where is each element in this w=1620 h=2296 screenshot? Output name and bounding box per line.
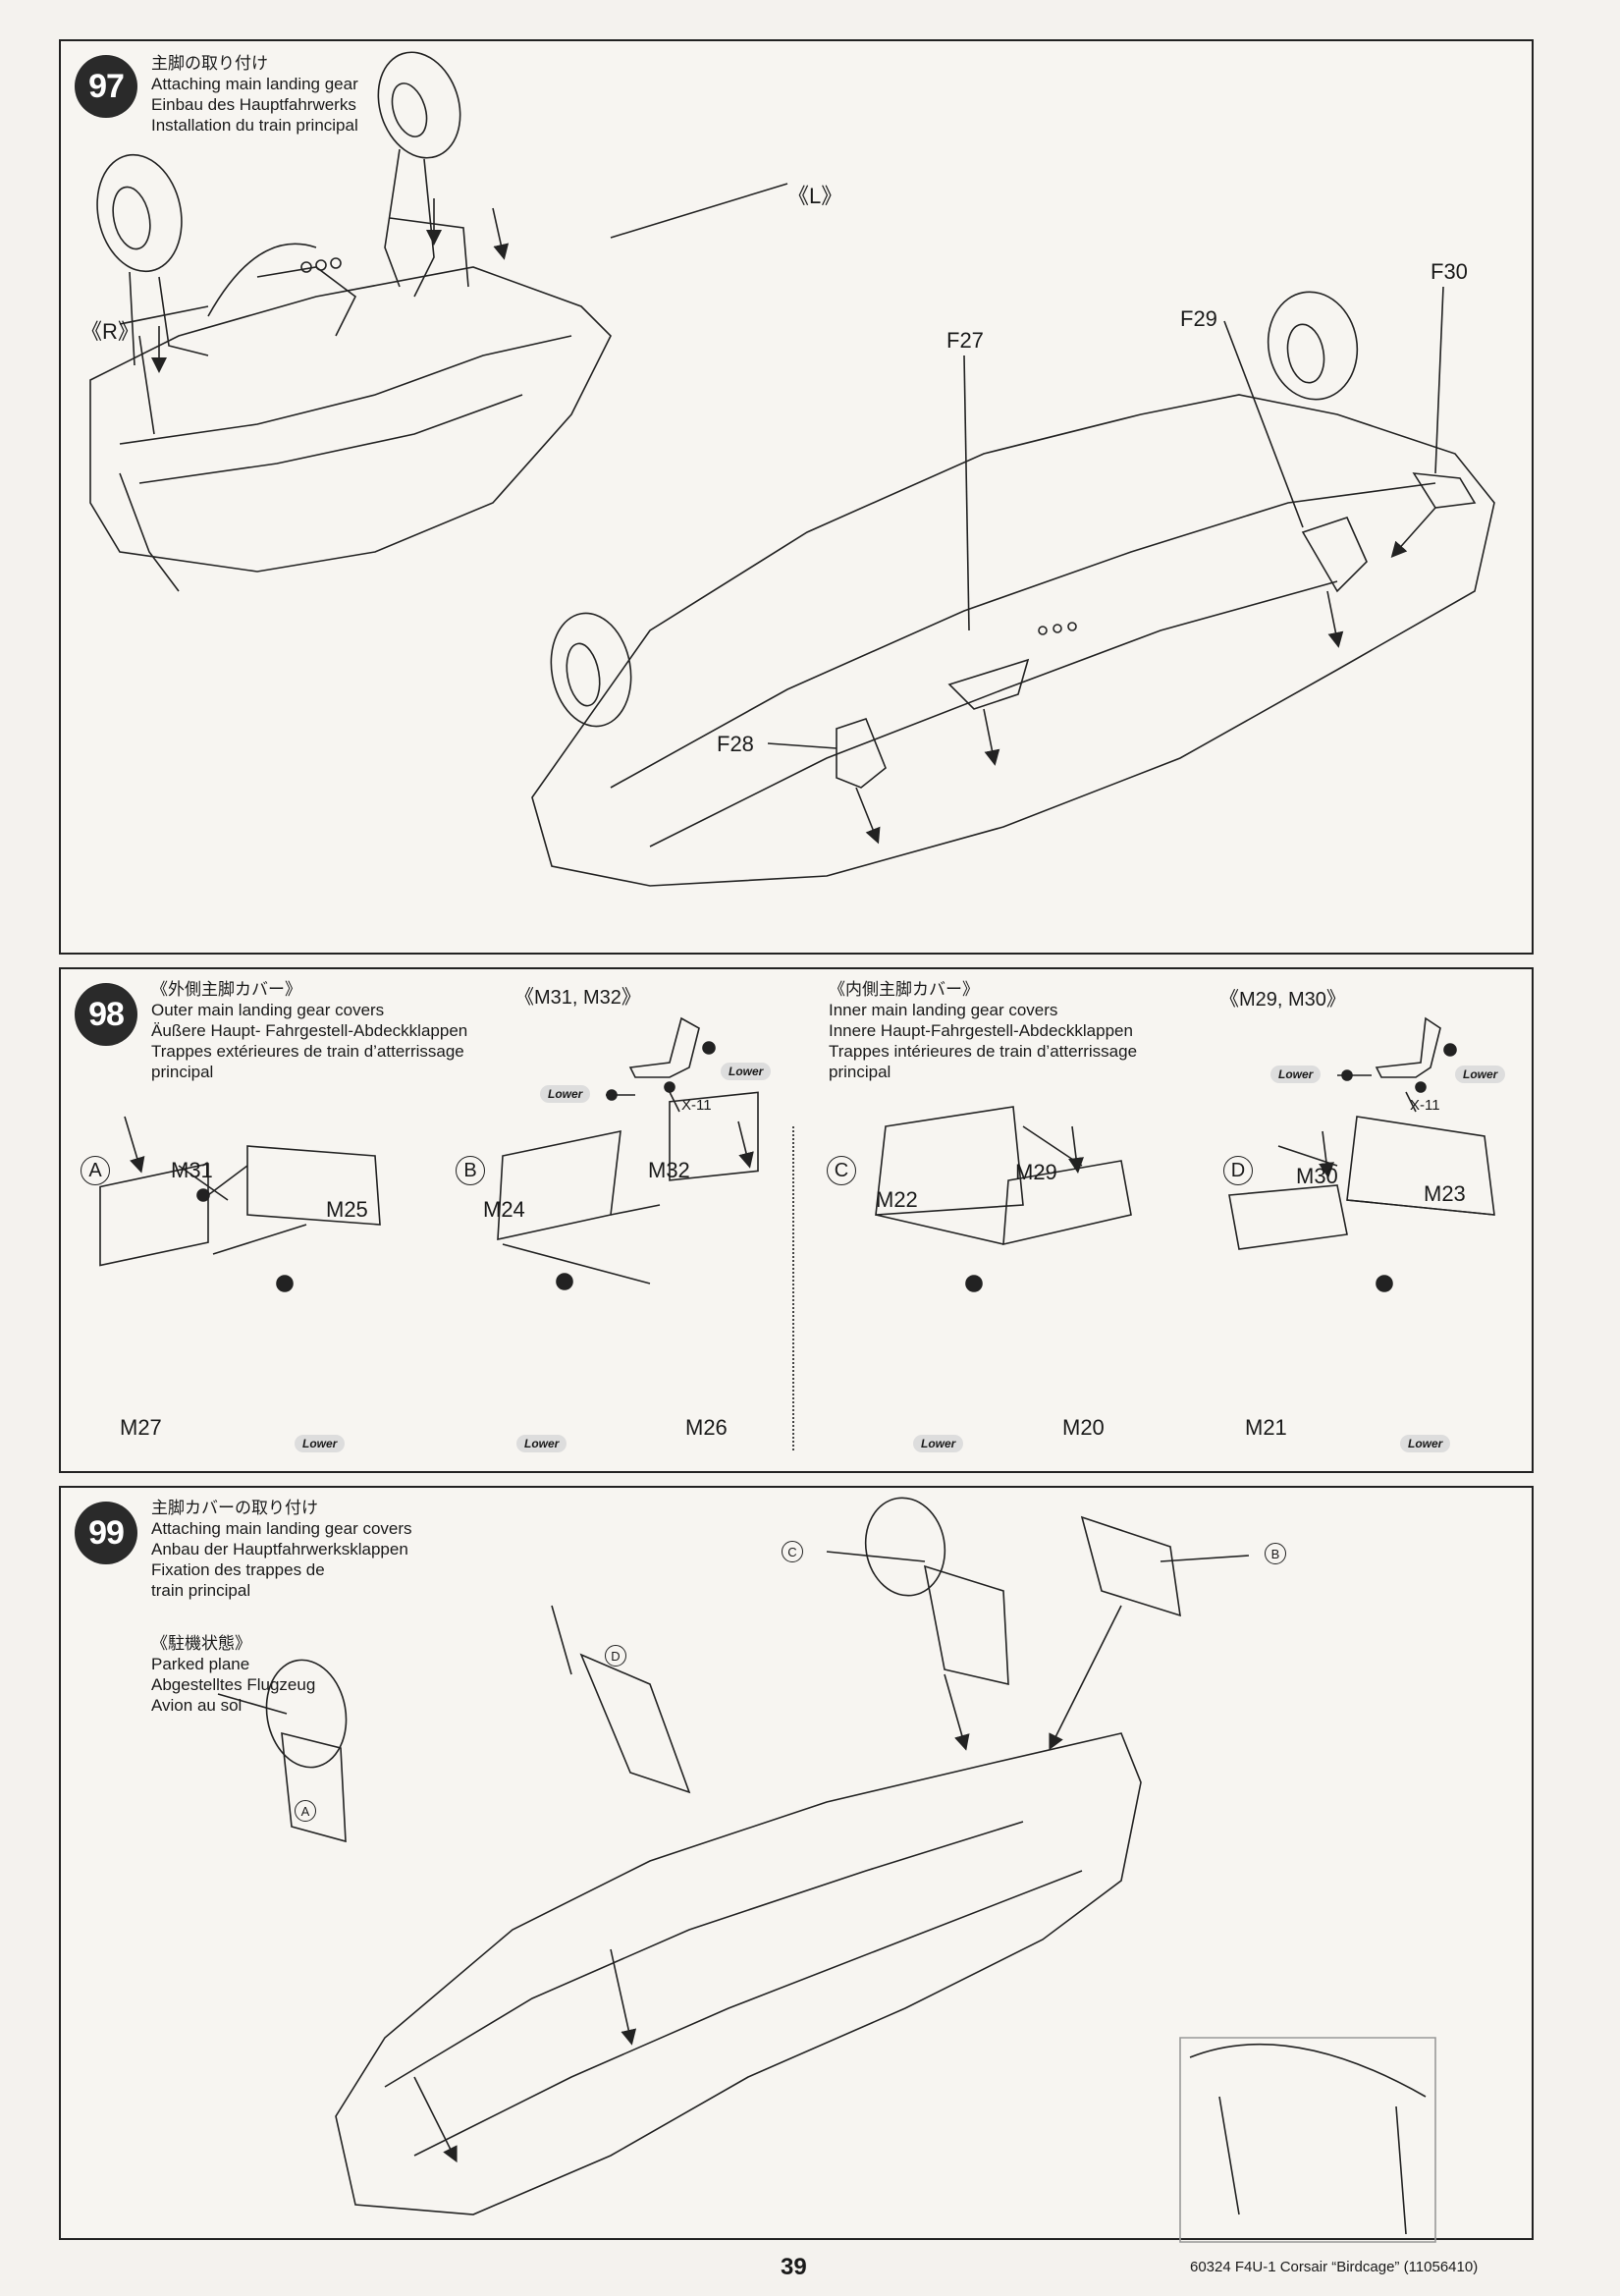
title-de: Anbau der Hauptfahrwerksklappen — [151, 1540, 408, 1558]
part-f30-plate — [1412, 472, 1477, 509]
part-m27-plate — [99, 1163, 209, 1267]
b-part-m24: M24 — [483, 1197, 525, 1222]
step-number: 98 — [75, 983, 137, 1046]
d-lower-tag: Lower — [1400, 1435, 1451, 1452]
label-f29: F29 — [1180, 306, 1217, 331]
callout-a: A — [295, 1800, 316, 1822]
inner-title-jp: 《内側主脚カバー》 — [829, 980, 979, 999]
inner-lower-tag-2: Lower — [1455, 1066, 1506, 1083]
label-left-gear: 《L》 — [787, 184, 843, 208]
outer-lower-tag: Lower — [540, 1085, 591, 1103]
sub-step-b-badge: B — [456, 1156, 485, 1185]
parked-note: 《駐機状態》 Parked plane Abgestelltes Flugzeu… — [151, 1633, 315, 1716]
inner-title-fr: Trappes intérieures de train d’atterriss… — [829, 1042, 1138, 1061]
kit-reference: 60324 F4U-1 Corsair “Birdcage” (11056410… — [1190, 2259, 1479, 2275]
b-lower-tag: Lower — [516, 1435, 567, 1452]
wheel-lower-right — [550, 612, 632, 728]
d-part-m30: M30 — [1296, 1164, 1338, 1188]
part-f29-plate — [1301, 517, 1368, 593]
outer-parts-label: 《M31, M32》 — [514, 987, 641, 1009]
wheel-right-gear — [96, 153, 183, 273]
cover-d — [579, 1653, 691, 1794]
title-en: Attaching main landing gear covers — [151, 1519, 412, 1538]
label-right-gear: 《R》 — [81, 319, 139, 344]
outer-titles: 《外側主脚カバー》 Outer main landing gear covers… — [151, 979, 467, 1082]
a-part-m31: M31 — [171, 1158, 213, 1182]
a-lower-tag: Lower — [295, 1435, 346, 1452]
parked-fr: Avion au sol — [151, 1696, 243, 1715]
outer-title-jp: 《外側主脚カバー》 — [151, 980, 301, 999]
inner-title-fr-2: principal — [829, 1063, 891, 1081]
outer-title-de: Äußere Haupt- Fahrgestell-Abdeckklappen — [151, 1021, 468, 1040]
part-m26-plate — [669, 1091, 759, 1181]
covers-illustration — [99, 1016, 1495, 1292]
outer-title-en: Outer main landing gear covers — [151, 1001, 385, 1019]
cover-a — [281, 1731, 347, 1843]
step-number: 97 — [75, 55, 137, 118]
part-m22-plate — [875, 1106, 1024, 1216]
part-m25-plate — [246, 1145, 381, 1226]
a-part-m27: M27 — [120, 1415, 162, 1440]
sub-step-a-badge: A — [81, 1156, 110, 1185]
part-f27-plate — [947, 658, 1030, 710]
label-f28: F28 — [717, 732, 754, 756]
wing-assembly-illustration — [89, 51, 1495, 887]
c-lower-tag: Lower — [913, 1435, 964, 1452]
parked-en: Parked plane — [151, 1655, 250, 1673]
callout-d: D — [605, 1645, 626, 1667]
d-part-m23: M23 — [1424, 1181, 1466, 1206]
inner-lower-tag: Lower — [1270, 1066, 1322, 1083]
inner-x-part: X-11 — [1410, 1097, 1440, 1114]
a-part-m25: M25 — [326, 1197, 368, 1222]
sub-step-divider — [792, 1126, 794, 1450]
title-en: Attaching main landing gear — [151, 75, 358, 93]
inner-title-en: Inner main landing gear covers — [829, 1001, 1058, 1019]
inner-titles: 《内側主脚カバー》 Inner main landing gear covers… — [829, 979, 1137, 1082]
sub-step-c-badge: C — [827, 1156, 856, 1185]
part-m24-plate — [497, 1129, 621, 1241]
wheel-upper-right — [1267, 291, 1359, 401]
c-part-m29: M29 — [1015, 1160, 1057, 1184]
part-f28-plate — [836, 718, 887, 789]
title-fr-2: train principal — [151, 1581, 251, 1600]
sub-step-d-badge: D — [1223, 1156, 1253, 1185]
outer-title-fr-2: principal — [151, 1063, 214, 1081]
b-part-m32: M32 — [648, 1158, 690, 1182]
callout-c: C — [782, 1541, 803, 1562]
outer-lower-tag-2: Lower — [721, 1063, 772, 1080]
c-part-m20: M20 — [1062, 1415, 1105, 1440]
callout-b: B — [1265, 1543, 1286, 1564]
parked-jp: 《駐機状態》 — [151, 1634, 251, 1653]
outer-x-part: X-11 — [681, 1097, 712, 1114]
step-number: 99 — [75, 1502, 137, 1564]
cover-b — [1080, 1515, 1181, 1617]
covers-attach-illustration — [217, 1497, 1436, 2243]
outer-title-fr: Trappes extérieures de train d’atterriss… — [151, 1042, 464, 1061]
step-titles: 主脚カバーの取り付け Attaching main landing gear c… — [151, 1498, 412, 1601]
wheel-left — [265, 1659, 348, 1769]
part-m21-plate — [1228, 1184, 1348, 1250]
step-98-panel: 98 《外側主脚カバー》 Outer main landing gear cov… — [59, 967, 1534, 1473]
part-m23-plate — [1346, 1116, 1495, 1216]
title-jp: 主脚の取り付け — [151, 54, 268, 73]
title-fr: Fixation des trappes de — [151, 1560, 325, 1579]
c-part-m22: M22 — [876, 1187, 918, 1212]
label-f27: F27 — [946, 328, 984, 353]
parked-de: Abgestelltes Flugzeug — [151, 1675, 316, 1694]
title-de: Einbau des Hauptfahrwerks — [151, 95, 356, 114]
wheel-left-gear — [377, 51, 461, 159]
page-number: 39 — [781, 2254, 807, 2280]
d-part-m21: M21 — [1245, 1415, 1287, 1440]
title-fr: Installation du train principal — [151, 116, 358, 135]
inner-parts-label: 《M29, M30》 — [1219, 989, 1346, 1011]
step-97-panel: 97 主脚の取り付け Attaching main landing gear E… — [59, 39, 1534, 955]
title-jp: 主脚カバーの取り付け — [151, 1499, 318, 1517]
step-99-panel: 99 主脚カバーの取り付け Attaching main landing gea… — [59, 1486, 1534, 2243]
step-titles: 主脚の取り付け Attaching main landing gear Einb… — [151, 53, 358, 136]
inner-title-de: Innere Haupt-Fahrgestell-Abdeckklappen — [829, 1021, 1133, 1040]
b-part-m26: M26 — [685, 1415, 728, 1440]
label-f30: F30 — [1431, 259, 1468, 284]
wheel-right — [864, 1497, 946, 1597]
cover-c — [923, 1564, 1009, 1686]
